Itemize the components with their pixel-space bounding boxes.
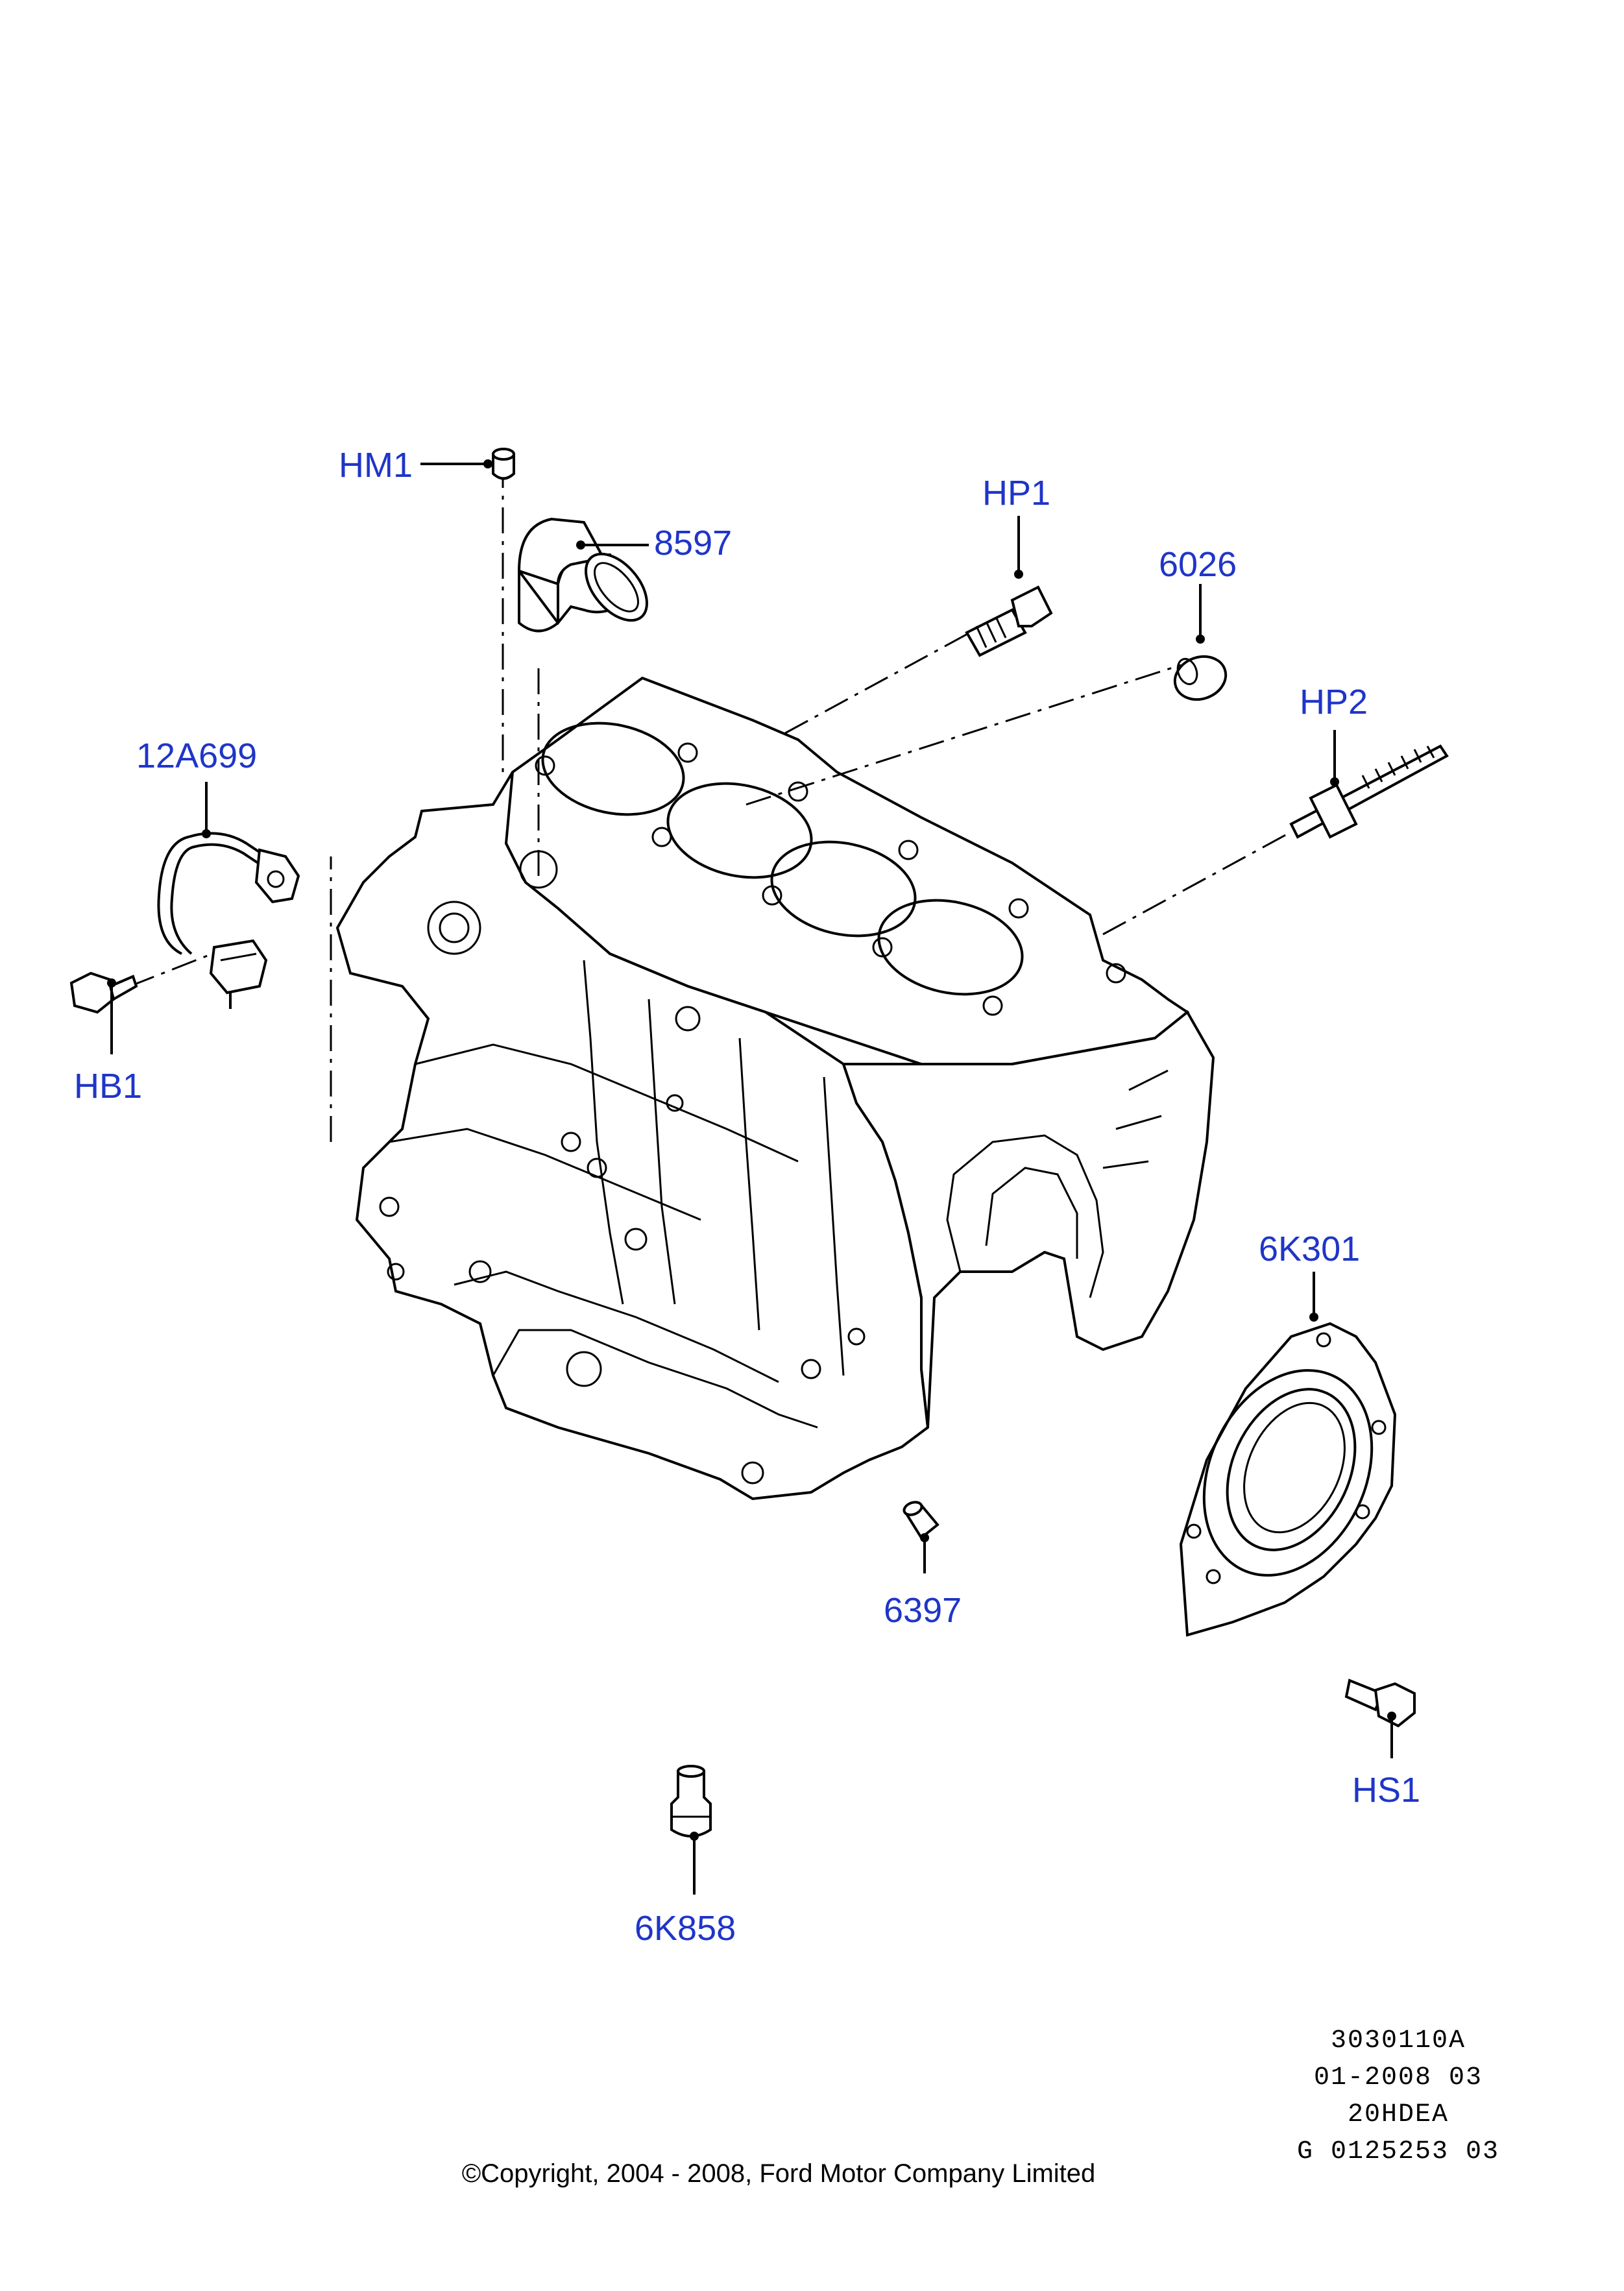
dowel-6397-part xyxy=(903,1501,939,1540)
plug-6k858-part xyxy=(670,1765,712,1837)
stud-hp2-part xyxy=(1289,744,1449,839)
label-hb1: HB1 xyxy=(74,1067,142,1106)
knock-sensor-12a699-part xyxy=(157,832,300,1009)
label-6026: 6026 xyxy=(1159,545,1237,584)
bolt-hs1-part xyxy=(1344,1679,1416,1728)
label-hm1: HM1 xyxy=(339,446,413,485)
reference-code-3: 20HDEA xyxy=(1347,2100,1449,2129)
label-hp2: HP2 xyxy=(1300,683,1368,721)
copyright-notice: ©Copyright, 2004 - 2008, Ford Motor Comp… xyxy=(461,2159,1096,2188)
label-6k301: 6K301 xyxy=(1259,1230,1360,1268)
explosion-lines xyxy=(129,462,1289,1142)
label-hs1: HS1 xyxy=(1352,1771,1420,1810)
label-hp1: HP1 xyxy=(982,474,1050,513)
reference-code-1: 3030110A xyxy=(1330,2026,1466,2055)
plug-6026-part xyxy=(1173,655,1228,701)
label-6k858: 6K858 xyxy=(635,1909,736,1948)
reference-code-4: G 0125253 03 xyxy=(1296,2137,1500,2166)
cylinder-block xyxy=(335,676,1215,1501)
reference-code-2: 01-2008 03 xyxy=(1313,2063,1483,2092)
water-outlet-8597-part xyxy=(517,517,648,633)
label-8597: 8597 xyxy=(654,524,732,563)
label-6397: 6397 xyxy=(884,1591,962,1630)
leader-lines xyxy=(107,459,1396,1895)
rear-seal-6k301-part xyxy=(1179,1322,1397,1637)
dowel-hm1-part xyxy=(492,448,515,480)
bolt-hb1-part xyxy=(69,971,138,1014)
label-12a699: 12A699 xyxy=(136,736,257,775)
plug-hp1-part xyxy=(965,585,1053,657)
